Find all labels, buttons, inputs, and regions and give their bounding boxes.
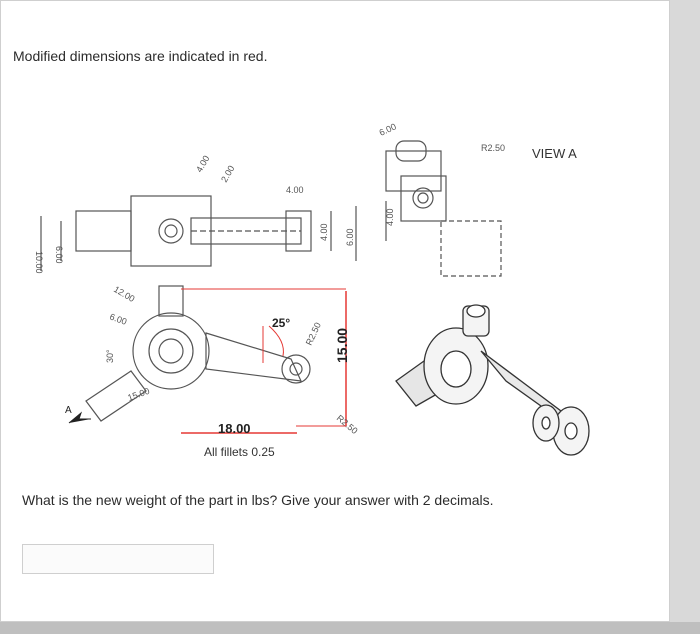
dim-10-00: 10.00 [34,251,44,274]
dim-side-r2-50: R2.50 [481,143,505,153]
intro-text: Modified dimensions are indicated in red… [13,48,268,64]
section-label: A [65,405,72,416]
dim-6-00-top: 6.00 [345,228,355,246]
isometric-view [395,304,590,456]
dim-front-r2-50-b: R2.50 [335,413,360,436]
red-angle-label: 25° [272,316,290,330]
dim-front-12-00: 12.00 [112,284,137,304]
dim-side-4-00: 4.00 [385,208,395,226]
answer-input[interactable] [22,544,214,574]
dim-4-00-a: 4.00 [194,154,211,174]
dim-front-6-00: 6.00 [108,311,128,326]
red-length-label: 18.00 [218,421,251,436]
dim-4-00-b: 4.00 [286,185,304,195]
page-footer-strip [0,622,700,634]
dim-side-6-00: 6.00 [378,121,398,137]
dim-2-00: 2.00 [219,164,236,184]
front-view [85,285,311,422]
side-view [385,140,502,277]
engineering-drawing: 10.00 6.00 4.00 2.00 4.00 4.00 6.00 6.00… [34,121,590,459]
dim-6-00-left: 6.00 [54,246,64,264]
fillet-note: All fillets 0.25 [204,445,275,459]
view-a-label: VIEW A [532,146,577,161]
red-height-label: 15.00 [334,328,350,363]
dim-front-r2-50: R2.50 [304,321,323,347]
red-angle-arc [268,325,284,357]
top-view [40,195,357,271]
section-arrow-icon [68,411,91,424]
dim-front-30: 30° [105,349,115,363]
dim-front-15-00: 15.00 [126,386,151,403]
dim-4-00-c: 4.00 [319,223,329,241]
question-text: What is the new weight of the part in lb… [22,492,494,508]
question-card: Modified dimensions are indicated in red… [0,0,670,622]
